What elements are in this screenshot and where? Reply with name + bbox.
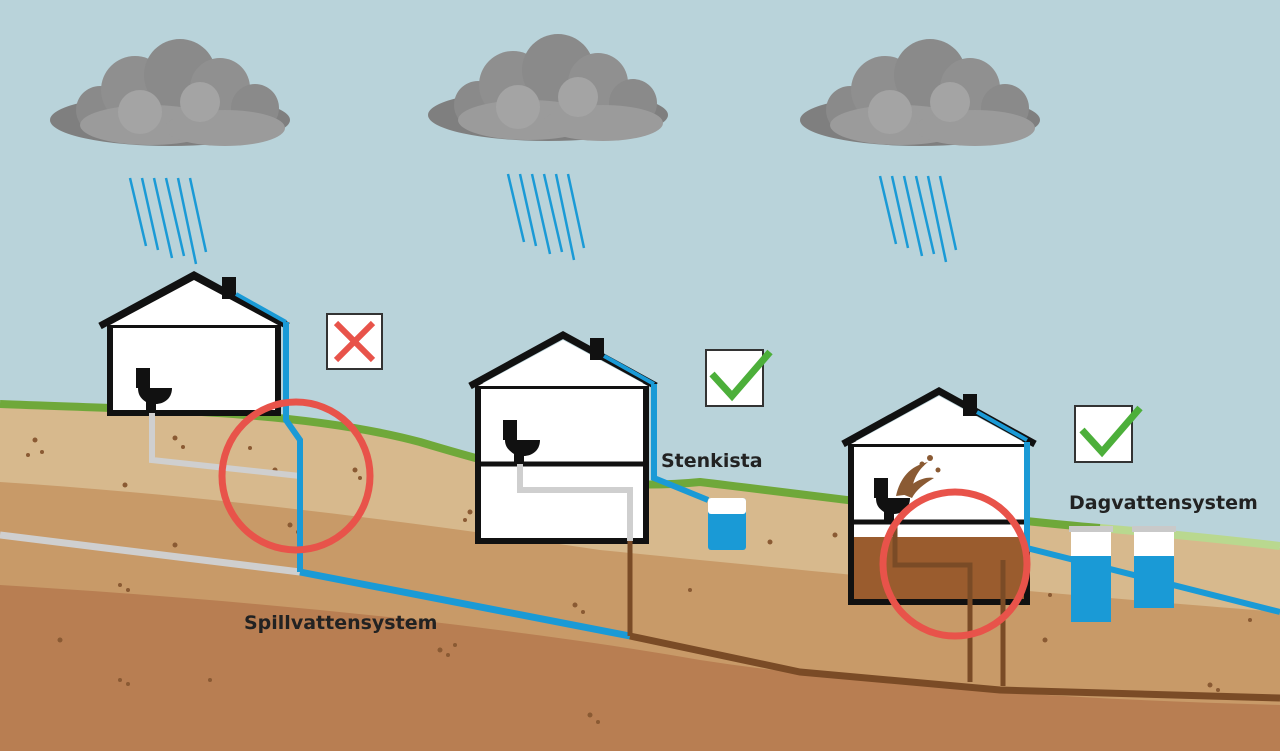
house-1-downspout <box>283 322 303 572</box>
house-1-wastewater-pipe <box>149 413 301 479</box>
house-2-wastewater-pipe <box>517 464 633 541</box>
soil-deep-layer <box>0 585 1280 751</box>
house-3 <box>841 387 1280 686</box>
cross-icon <box>333 320 376 363</box>
flooded-basement <box>854 537 1024 599</box>
label-dagvattensystem: Dagvattensystem <box>1069 492 1258 514</box>
grass-line-light <box>1099 524 1280 550</box>
stormwater-main-pipe <box>299 568 631 640</box>
problem-highlight-circle-1 <box>218 398 374 554</box>
soil-speckles <box>26 435 1252 724</box>
cross-mark-box <box>326 313 383 370</box>
stenkista-tank <box>708 498 746 550</box>
house-2-downspout <box>651 384 710 503</box>
toilet-icon <box>136 368 172 412</box>
check-icon <box>1079 405 1143 458</box>
wastewater-main-pipe <box>629 632 1280 702</box>
sewage-overflow-splash <box>896 455 941 498</box>
dagvatten-tank-1 <box>1069 526 1113 622</box>
wastewater-main-left <box>0 531 301 576</box>
problem-highlight-circle-2 <box>879 488 1031 640</box>
check-mark-box-1 <box>705 349 773 407</box>
check-mark-box-2 <box>1074 405 1143 463</box>
house-3-wastewater-pipe <box>892 522 973 682</box>
label-spillvattensystem: Spillvattensystem <box>244 612 437 634</box>
label-stenkista: Stenkista <box>661 450 763 472</box>
check-icon <box>709 349 773 402</box>
house-1 <box>98 271 303 572</box>
house-2 <box>468 331 746 636</box>
toilet-icon <box>503 420 540 464</box>
dagvatten-tank-2 <box>1132 526 1176 608</box>
toilet-icon <box>874 478 910 522</box>
